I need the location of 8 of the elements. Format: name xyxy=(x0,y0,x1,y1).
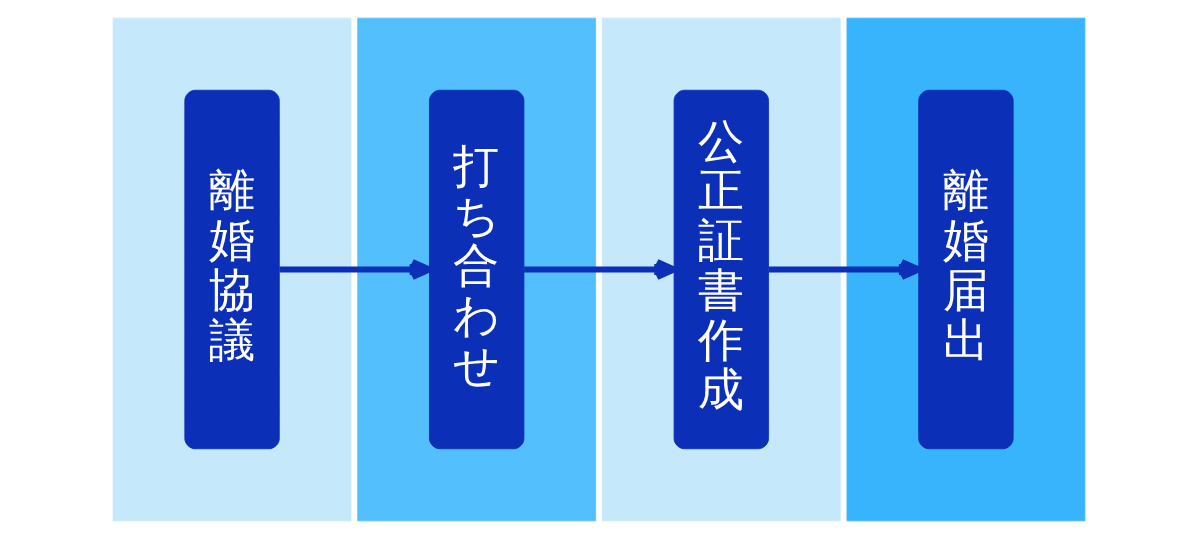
node-box: 打ち合わせ xyxy=(428,89,524,450)
node-box: 離婚届出 xyxy=(917,89,1014,450)
node-box: 離婚協議 xyxy=(183,89,280,450)
cluster xyxy=(356,17,596,522)
cluster xyxy=(601,17,841,522)
cluster xyxy=(846,17,1085,522)
node-box: 公正証書作成 xyxy=(673,89,769,450)
cluster xyxy=(112,17,351,522)
